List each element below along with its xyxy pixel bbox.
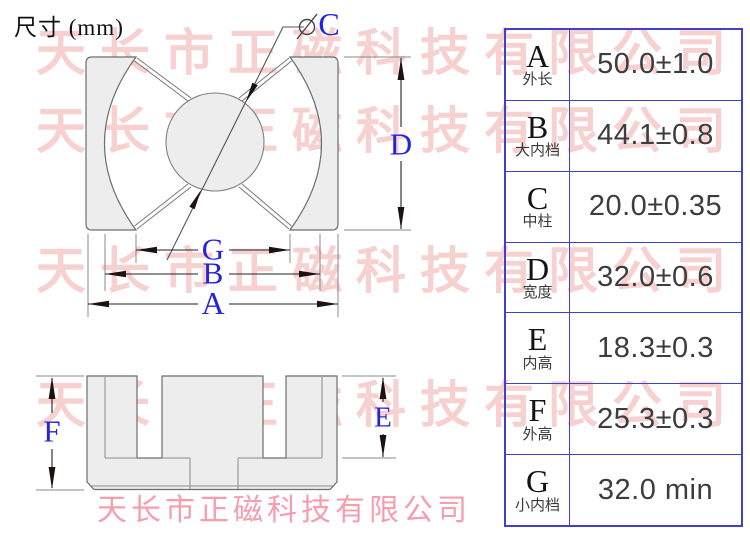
arrowhead [136,246,157,254]
table-row: A 外长 50.0±1.0 [506,30,741,100]
dim-value: 50.0±1.0 [597,48,714,81]
top-view-core-outline [85,56,339,231]
table-row: D 宽度 32.0±0.6 [506,241,741,313]
watermark-row: 天长市正磁科技有限公司 [36,243,740,299]
dim-E [342,375,396,459]
arrowhead [379,435,387,457]
dim-label-E: E [374,401,392,434]
side-view-core-outline [86,375,338,491]
dim-name-cn: 外长 [522,71,553,89]
chamfer-strips [134,57,292,230]
table-row: B 大内档 44.1±0.8 [506,99,741,171]
extension-lines [87,234,339,317]
dim-value: 32.0 min [597,473,714,506]
table-row: E 内高 18.3±0.3 [506,312,741,384]
arrowhead [397,58,405,80]
watermark-row: 天长市正磁科技有限公司 [36,377,740,433]
dim-label-B: B [202,255,224,291]
dim-C-leader [166,13,318,261]
arrowhead [299,270,320,278]
dim-key-cell: G 小内档 [506,455,570,526]
left-plate [85,56,138,231]
dim-name-cn: 内高 [522,354,553,372]
arrowhead [269,246,290,254]
dim-letter: D [525,250,550,287]
arrowhead [379,377,387,399]
dim-label-G: G [201,231,225,267]
dim-key-cell: B 大内档 [506,100,570,171]
dim-value: 25.3±0.3 [597,402,714,435]
diameter-symbol-icon [296,13,318,40]
watermark-row: 天长市正磁科技有限公司 [36,103,740,159]
dim-A [88,300,338,308]
side-silhouette [86,375,338,491]
watermark-row: 天长市正磁科技有限公司 [36,25,740,81]
dim-label-D: D [389,126,413,162]
table-row: C 中柱 20.0±0.35 [506,170,741,242]
arrowhead [105,270,126,278]
dim-name-cn: 小内档 [514,496,560,514]
dim-value: 32.0±0.6 [597,261,714,293]
dim-key-cell: A 外长 [506,30,570,100]
dim-name-cn: 外高 [522,425,553,443]
dim-label-A: A [201,285,225,321]
arrowhead [88,300,109,308]
arrowhead [48,467,56,489]
dim-key-cell: E 内高 [506,313,570,384]
arrowhead [189,190,201,210]
dim-letter: A [525,37,550,74]
table-row: G 小内档 32.0 min [506,454,741,526]
dim-D [344,56,411,231]
arrowhead [317,300,338,308]
dim-G [136,246,290,254]
dim-letter: C [526,179,549,216]
page-title: 尺寸 (mm) [14,15,124,40]
dim-name-cn: 大内档 [514,142,560,160]
side-inner-edges [90,377,334,489]
dim-value: 44.1±0.8 [597,119,714,152]
dim-name-cn: 中柱 [522,213,553,231]
dim-letter: E [527,321,548,358]
right-plate [288,56,339,231]
dim-letter: B [526,108,549,145]
dim-B [105,270,320,278]
arrowhead [48,377,56,399]
dim-value: 20.0±0.35 [588,190,723,223]
dim-key-cell: F 外高 [506,384,570,455]
watermark-bottom: 天长市正磁科技有限公司 [97,494,471,527]
table-row: F 外高 25.3±0.3 [506,383,741,455]
dimension-spec-table: A 外长 50.0±1.0 B 大内档 44.1±0.8 C 中柱 20.0±0… [504,28,743,527]
dim-key-cell: D 宽度 [506,242,570,313]
dim-value: 18.3±0.3 [597,331,714,364]
dim-letter: G [525,463,550,500]
dim-key-cell: C 中柱 [506,171,570,242]
arrowhead [397,207,405,229]
center-post-circle [165,92,265,192]
dim-label-F: F [43,413,61,449]
dim-name-cn: 宽度 [522,283,553,301]
dim-label-C: C [318,6,340,42]
dim-F [36,375,84,491]
dim-letter: F [528,392,547,429]
arrowhead [246,82,258,102]
